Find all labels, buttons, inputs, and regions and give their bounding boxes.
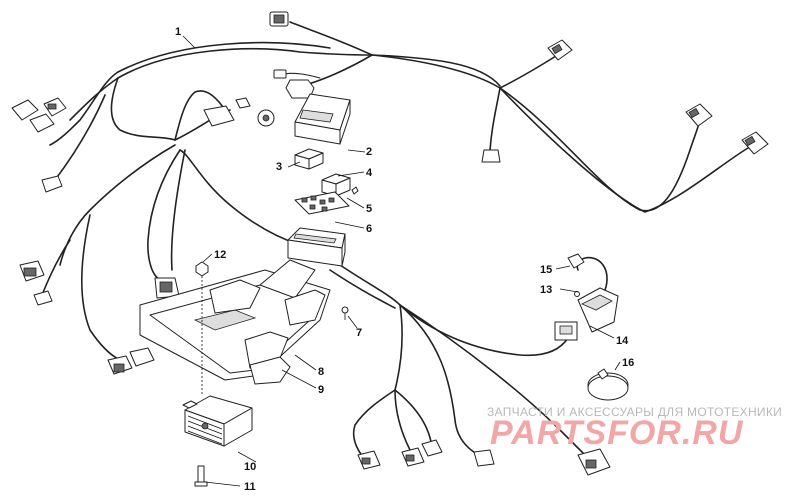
callout-8: 8 [318,366,324,378]
callout-2: 2 [366,146,372,158]
watermark-brand: PARTSFOR.RU [490,414,744,452]
fuse-box-cover [294,93,351,145]
coil-screw [574,291,580,297]
callout-15: 15 [540,264,552,276]
voltage-regulator [182,395,253,447]
callout-9: 9 [318,384,324,396]
leader-lines [182,35,621,487]
callout-11: 11 [244,481,256,493]
callout-6: 6 [366,223,372,235]
callout-3: 3 [276,161,282,173]
mounting-tray [139,259,331,385]
watermark-subtitle: ЗАПЧАСТИ И АКСЕССУАРЫ ДЛЯ МОТОТЕХНИКИ [487,405,783,419]
small-relay [294,148,324,170]
callout-16: 16 [622,357,634,369]
fuse-box-base [287,227,346,267]
callout-10: 10 [244,461,256,473]
fuse-strip [294,191,350,215]
callout-14: 14 [616,335,629,347]
ignition-coil [554,256,619,341]
bolt [194,465,208,487]
relay [321,173,359,197]
callout-12: 12 [214,249,226,261]
callout-numbers: 1 2 3 4 5 6 7 8 9 10 11 12 13 14 15 16 [175,26,634,493]
callout-5: 5 [366,203,372,215]
harness-connectors [11,11,769,476]
callout-1: 1 [175,26,181,38]
callout-13: 13 [540,284,552,296]
nut [195,261,209,395]
hose-clamp [587,368,629,401]
spark-plug-cap [567,253,585,269]
screw [341,306,349,320]
callout-4: 4 [366,167,373,179]
callout-7: 7 [356,327,362,339]
main-wiring-harness [41,21,749,463]
